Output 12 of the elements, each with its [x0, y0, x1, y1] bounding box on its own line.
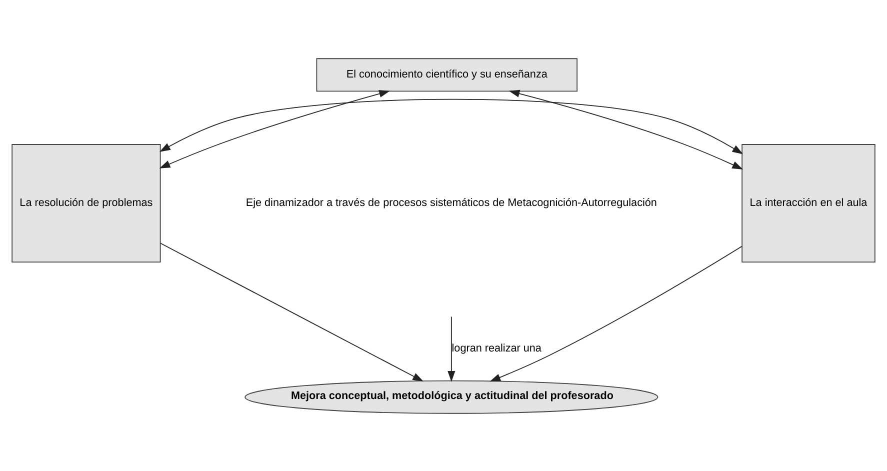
- arrow: [490, 245, 742, 382]
- node-box: El conocimiento científico y su enseñanza: [316, 58, 578, 92]
- arrow: [508, 89, 744, 169]
- arrow: [160, 242, 424, 382]
- arrow: [448, 316, 456, 382]
- node-box: La interacción en el aula: [742, 144, 876, 262]
- node-ellipse: Mejora conceptual, metodológica y actitudinal del profesorado: [244, 380, 658, 414]
- label: Eje dinamizador a través de procesos sistemáticos de Metacognición-Autorregulación: [246, 196, 657, 209]
- arrow: [159, 90, 390, 168]
- node-box: La resolución de problemas: [12, 144, 161, 262]
- arrow: [160, 98, 744, 154]
- edge-label: logran realizar una: [452, 342, 542, 354]
